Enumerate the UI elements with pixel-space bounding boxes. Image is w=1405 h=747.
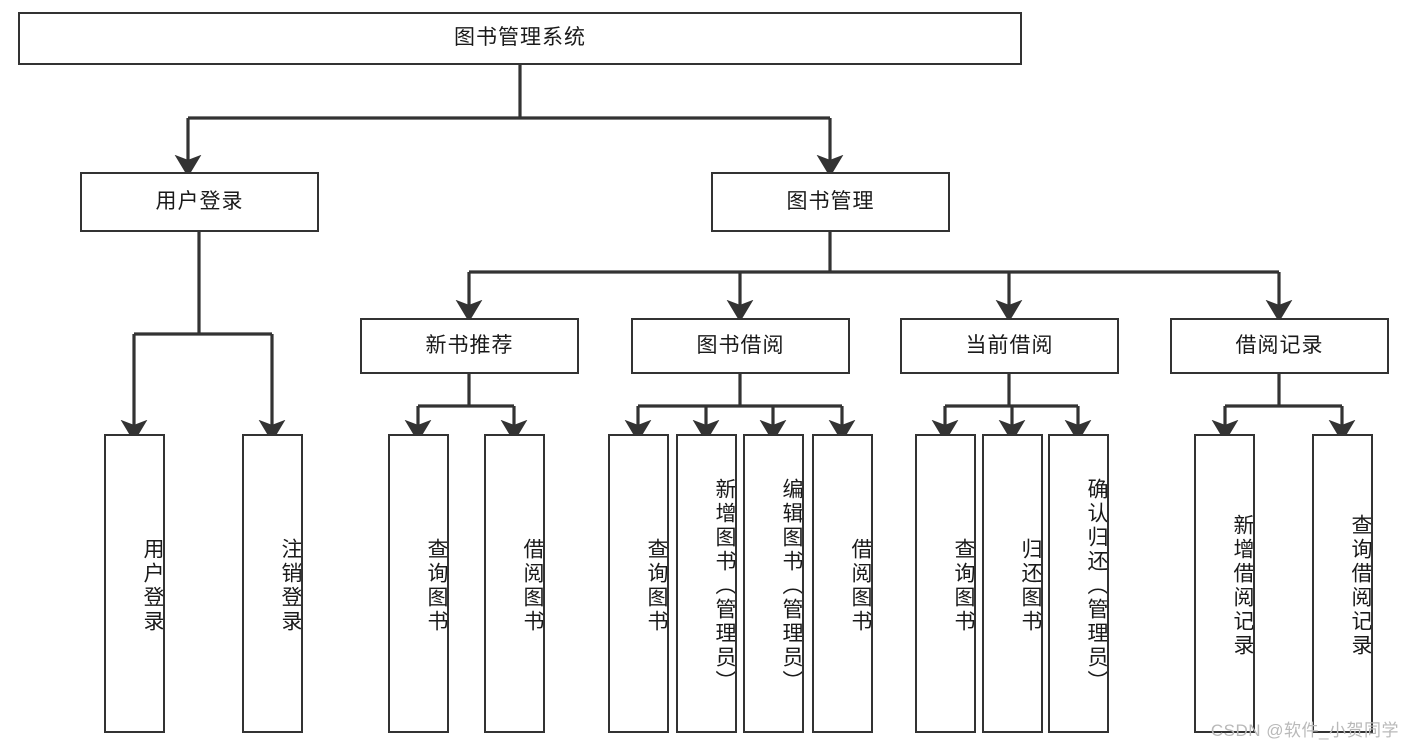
node-leaf-cur-confirm-label: 确认归还（管理员）	[1085, 477, 1108, 694]
node-book-borrow[interactable]: 图书借阅	[631, 318, 850, 374]
node-borrow-record-label: 借阅记录	[1235, 333, 1324, 357]
node-leaf-user-logout-label: 注销登录	[279, 537, 302, 634]
node-leaf-borrow-query-label: 查询图书	[645, 537, 668, 634]
node-current-borrow[interactable]: 当前借阅	[900, 318, 1119, 374]
node-leaf-rec-add[interactable]: 新增借阅记录	[1194, 434, 1255, 733]
node-leaf-borrow-edit[interactable]: 编辑图书（管理员）	[743, 434, 804, 733]
node-root-label: 图书管理系统	[454, 26, 586, 50]
node-new-book-rec-label: 新书推荐	[425, 333, 514, 357]
node-new-book-rec[interactable]: 新书推荐	[360, 318, 579, 374]
node-leaf-user-login[interactable]: 用户登录	[104, 434, 165, 733]
node-book-manage[interactable]: 图书管理	[711, 172, 950, 232]
node-leaf-rec-add-label: 新增借阅记录	[1231, 513, 1254, 658]
node-user-login-label: 用户登录	[155, 189, 244, 213]
node-leaf-rec-query-label: 查询图书	[425, 537, 448, 634]
node-leaf-cur-return-label: 归还图书	[1019, 537, 1042, 634]
node-borrow-record[interactable]: 借阅记录	[1170, 318, 1389, 374]
csdn-watermark: CSDN @软件_小贺同学	[1210, 721, 1399, 740]
node-leaf-borrow-do-label: 借阅图书	[849, 537, 872, 634]
node-leaf-cur-return[interactable]: 归还图书	[982, 434, 1043, 733]
node-leaf-cur-confirm[interactable]: 确认归还（管理员）	[1048, 434, 1109, 733]
node-leaf-cur-query-label: 查询图书	[952, 537, 975, 634]
node-leaf-borrow-add[interactable]: 新增图书（管理员）	[676, 434, 737, 733]
node-book-borrow-label: 图书借阅	[696, 333, 785, 357]
node-leaf-rec-borrow-label: 借阅图书	[521, 537, 544, 634]
node-leaf-user-logout[interactable]: 注销登录	[242, 434, 303, 733]
node-leaf-borrow-do[interactable]: 借阅图书	[812, 434, 873, 733]
node-user-login[interactable]: 用户登录	[80, 172, 319, 232]
node-leaf-user-login-label: 用户登录	[141, 537, 164, 634]
node-current-borrow-label: 当前借阅	[965, 333, 1054, 357]
node-leaf-borrow-query[interactable]: 查询图书	[608, 434, 669, 733]
node-book-manage-label: 图书管理	[786, 189, 875, 213]
node-leaf-borrow-add-label: 新增图书（管理员）	[713, 477, 736, 694]
node-leaf-cur-query[interactable]: 查询图书	[915, 434, 976, 733]
node-root[interactable]: 图书管理系统	[18, 12, 1022, 65]
node-leaf-rec-borrow[interactable]: 借阅图书	[484, 434, 545, 733]
node-leaf-rec-search[interactable]: 查询借阅记录	[1312, 434, 1373, 733]
node-leaf-rec-query[interactable]: 查询图书	[388, 434, 449, 733]
node-leaf-borrow-edit-label: 编辑图书（管理员）	[780, 477, 803, 694]
node-leaf-rec-search-label: 查询借阅记录	[1349, 513, 1372, 658]
